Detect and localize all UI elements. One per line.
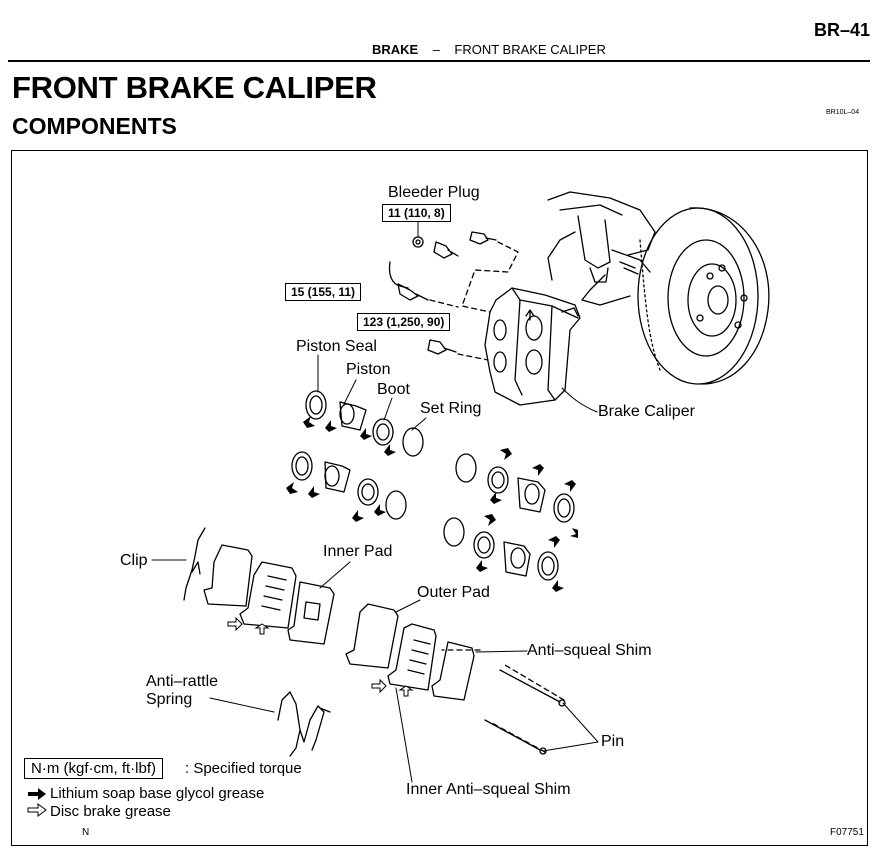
label-piston: Piston (346, 361, 391, 378)
outer-pad-group (345, 603, 475, 701)
piston-set-upper-right (455, 453, 575, 523)
disc-rotor (637, 207, 770, 385)
label-pin: Pin (601, 733, 625, 750)
inner-pad-group (203, 544, 335, 645)
leader-lines (151, 221, 599, 783)
figure-number: F07751 (830, 827, 864, 838)
piston-set-upper-left (305, 390, 424, 457)
knuckle-assembly (547, 191, 656, 306)
piston-set-lower-left (291, 451, 407, 520)
torque-box-hose: 15 (155, 11) (285, 283, 362, 301)
clip-part (183, 527, 206, 601)
anti-rattle-spring-part (277, 691, 331, 757)
section-subtitle: COMPONENTS (12, 113, 177, 139)
label-outer-pad: Outer Pad (417, 584, 490, 601)
bleeder-and-bolts (388, 231, 497, 355)
grease-arrows (286, 416, 578, 592)
pins (484, 669, 566, 755)
diagram-frame (11, 150, 868, 846)
running-header: BRAKE – FRONT BRAKE CALIPER (372, 42, 606, 57)
label-piston-seal: Piston Seal (296, 338, 377, 355)
legend-symbols (27, 788, 47, 817)
header-section: BRAKE (372, 42, 419, 57)
page-title: FRONT BRAKE CALIPER (12, 70, 377, 105)
label-anti-rattle-spring-line2: Spring (146, 691, 193, 708)
label-brake-caliper: Brake Caliper (598, 403, 695, 420)
label-set-ring: Set Ring (420, 400, 482, 417)
label-boot: Boot (377, 381, 410, 398)
piston-set-lower-right (443, 517, 559, 581)
header-topic: FRONT BRAKE CALIPER (454, 42, 606, 57)
label-bleeder-plug: Bleeder Plug (388, 184, 480, 201)
brake-caliper-body (484, 287, 581, 406)
header-separator: – (432, 42, 440, 57)
torque-box-caliper: 123 (1,250, 90) (357, 313, 451, 331)
legend-disc-text: Disc brake grease (50, 803, 171, 820)
legend-disc-grease: Disc brake grease (28, 803, 171, 820)
label-inner-pad: Inner Pad (323, 543, 393, 560)
label-anti-rattle-spring-line1: Anti–rattle (146, 673, 219, 690)
label-clip: Clip (120, 552, 148, 569)
footer-left-code: N (82, 827, 90, 838)
label-anti-squeal-shim: Anti–squeal Shim (527, 642, 652, 659)
torque-box-bleeder: 11 (110, 8) (382, 204, 451, 222)
disc-grease-arrows (227, 616, 414, 697)
legend-glycol-grease: Lithium soap base glycol grease (28, 785, 264, 802)
label-inner-anti-squeal-shim: Inner Anti–squeal Shim (406, 781, 571, 798)
page-number: BR–41 (813, 20, 870, 40)
legend-torque-description: : Specified torque (185, 760, 302, 777)
legend-torque-unit-box: N·m (kgf·cm, ft·lbf) (24, 758, 163, 779)
document-code: BR10L–04 (826, 109, 860, 116)
legend-glycol-text: Lithium soap base glycol grease (50, 785, 265, 802)
header-rule (8, 60, 870, 62)
